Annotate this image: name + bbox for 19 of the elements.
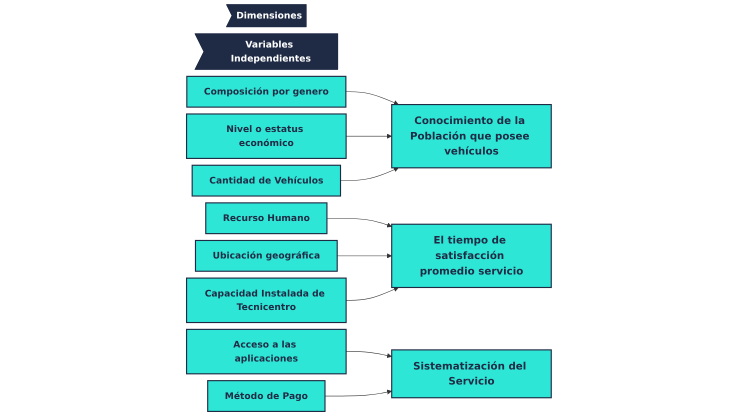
node-box: Composición por genero	[186, 76, 347, 108]
arrow	[337, 253, 392, 258]
node-box: Cantidad de Vehículos	[192, 164, 342, 197]
arrow	[346, 286, 399, 301]
node-box: Acceso a las aplicaciones	[186, 328, 347, 374]
arrow	[346, 91, 399, 106]
node-box: Capacidad Instalada de Tecnicentro	[186, 278, 347, 324]
node-box: Método de Pago	[207, 380, 326, 412]
node-box: Sistematización del Servicio	[391, 349, 552, 398]
arrow	[346, 134, 392, 139]
arrow	[324, 390, 392, 396]
node-box: Recurso Humano	[205, 202, 328, 234]
node-box: El tiempo de satisfacción promedio servicio	[391, 224, 552, 288]
arrow	[346, 351, 392, 358]
node-box: Conocimiento de la Población que posee vehículos	[391, 104, 552, 168]
node-box: Nivel o estatus económico	[186, 113, 347, 159]
arrow	[340, 167, 399, 181]
node-box: Ubicación geográfica	[194, 240, 338, 272]
arrow	[326, 218, 392, 228]
